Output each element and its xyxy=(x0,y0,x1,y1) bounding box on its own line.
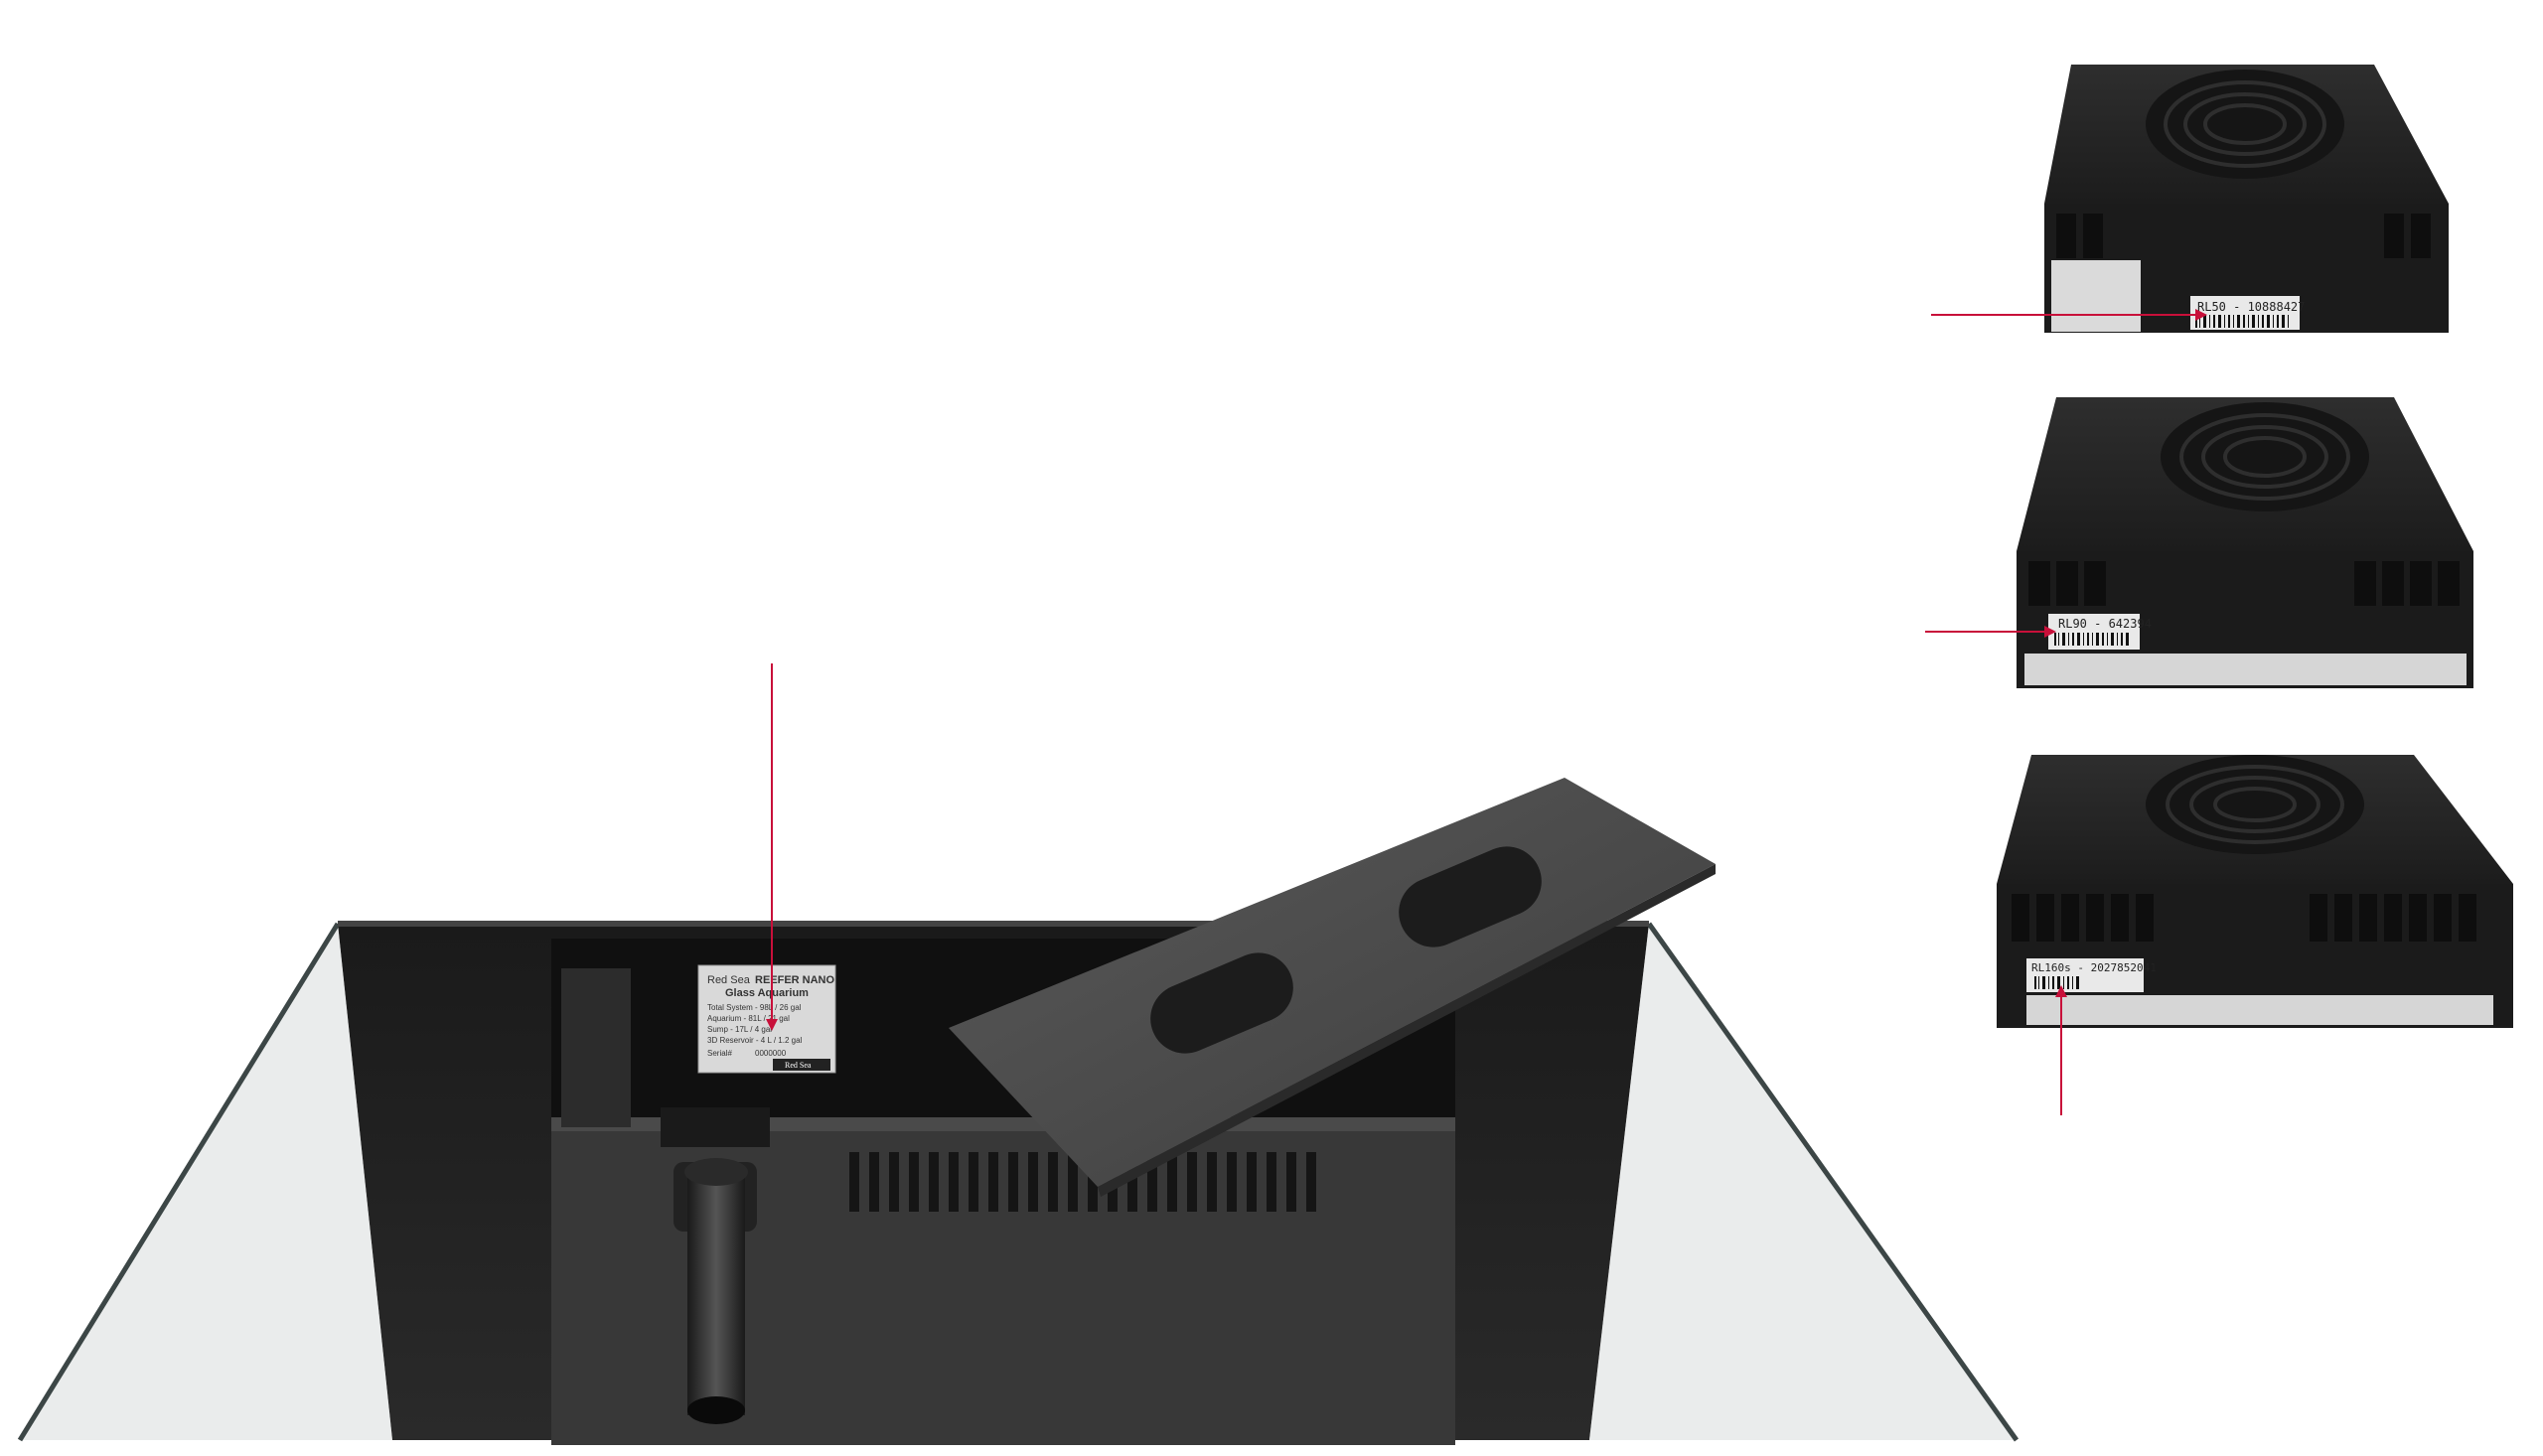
return-pump-outlet xyxy=(661,1107,770,1424)
label-product: REEFER NANO xyxy=(755,974,835,986)
label-serial-caption: Serial# xyxy=(707,1049,732,1058)
label-line1: Total System - 98L / 26 gal xyxy=(707,1003,802,1012)
serial-label-rl50: RL50 - 10888427 xyxy=(2197,300,2305,314)
light-unit-rl160s: RL160s - 2027852041 xyxy=(1997,755,2513,1115)
light-unit-rl90: RL90 - 642394 xyxy=(1925,397,2473,688)
light-unit-rl50: RL50 - 10888427 xyxy=(1931,65,2449,333)
fan-grille xyxy=(2146,755,2364,854)
label-line2: Aquarium - 81L / 21 gal xyxy=(707,1014,790,1023)
serial-label-rl160s: RL160s - 2027852041 xyxy=(2031,961,2157,974)
label-serial-value: 0000000 xyxy=(755,1049,787,1058)
aquarium-right-glass xyxy=(1589,924,2017,1440)
fan-grille xyxy=(2146,70,2344,179)
sump-lid xyxy=(949,778,1716,1197)
label-product2: Glass Aquarium xyxy=(725,987,809,999)
label-line4: 3D Reservoir - 4 L / 1.2 gal xyxy=(707,1036,803,1045)
label-line3: Sump - 17L / 4 gal xyxy=(707,1025,772,1034)
label-logo: Red Sea xyxy=(785,1061,812,1070)
serial-label-rl90: RL90 - 642394 xyxy=(2058,617,2152,631)
aquarium: Red Sea REEFER NANO Glass Aquarium Total… xyxy=(17,778,2019,1445)
aquarium-left-glass xyxy=(20,924,392,1440)
fan-grille xyxy=(2161,402,2369,511)
label-brand: Red Sea xyxy=(707,974,751,986)
